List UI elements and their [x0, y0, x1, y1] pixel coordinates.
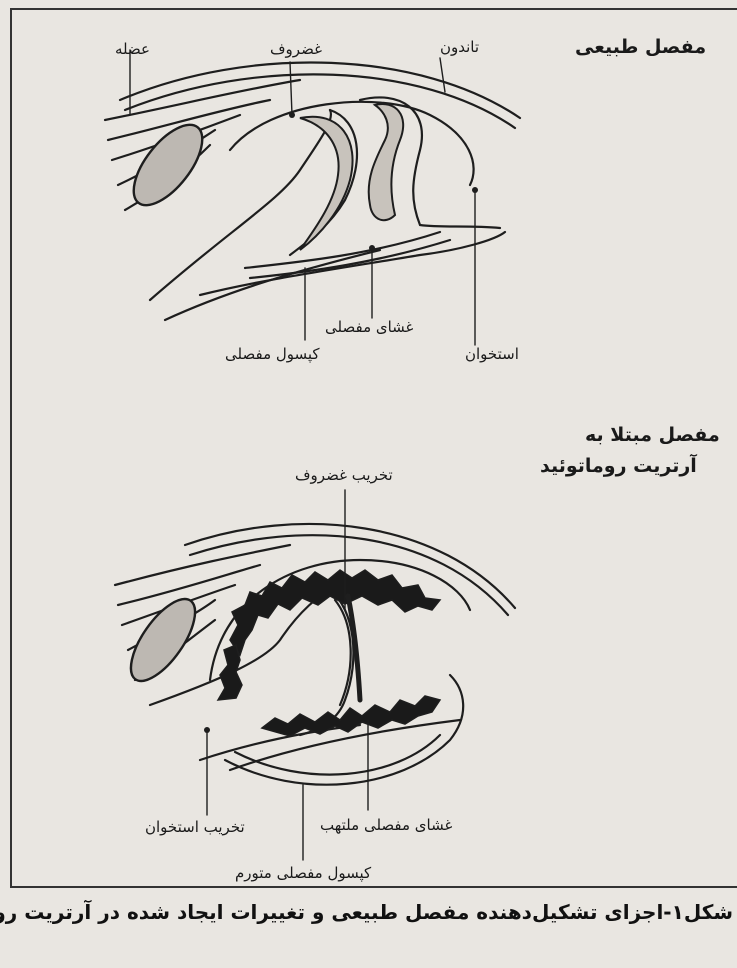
normal-proximal-cartilage [300, 117, 353, 250]
label-inflamed-synovium: غشای مفصلی ملتهب [320, 816, 452, 834]
figure-caption: شکل۱-اجزای تشکیل‌دهنده مفصل طبیعی و تغیی… [0, 900, 733, 924]
normal-joint-drawing [105, 50, 520, 345]
label-capsule: کپسول مفصلی [225, 345, 320, 363]
normal-joint-title: مفصل طبیعی [575, 36, 706, 58]
label-bone: استخوان [465, 345, 519, 363]
leader-tendon [440, 58, 445, 92]
ra-joint-title-line1: مفصل مبتلا به [585, 424, 720, 446]
label-tendon: تاندون [440, 38, 479, 56]
ra-inflamed-synovium-lower [262, 696, 440, 736]
label-muscle: عضله [115, 40, 150, 58]
ra-joint-title-line2: آرتریت روماتوئید [540, 455, 697, 477]
label-cartilage-destruction: تخریب غضروف [295, 466, 393, 484]
ra-inflamed-synovium-left [218, 645, 242, 700]
label-synovium: غشای مفصلی [325, 318, 413, 336]
ra-inflamed-synovium-upper [230, 570, 440, 655]
normal-distal-cartilage [369, 104, 404, 220]
label-swollen-capsule: کپسول مفصلی متورم [235, 864, 371, 882]
normal-muscle [121, 114, 215, 217]
ra-muscle [119, 589, 207, 691]
ra-joint-drawing [115, 490, 515, 860]
leader-cartilage [290, 62, 292, 115]
normal-tendon [120, 62, 520, 118]
label-bone-destruction: تخریب استخوان [145, 818, 245, 836]
label-cartilage: غضروف [270, 40, 322, 58]
